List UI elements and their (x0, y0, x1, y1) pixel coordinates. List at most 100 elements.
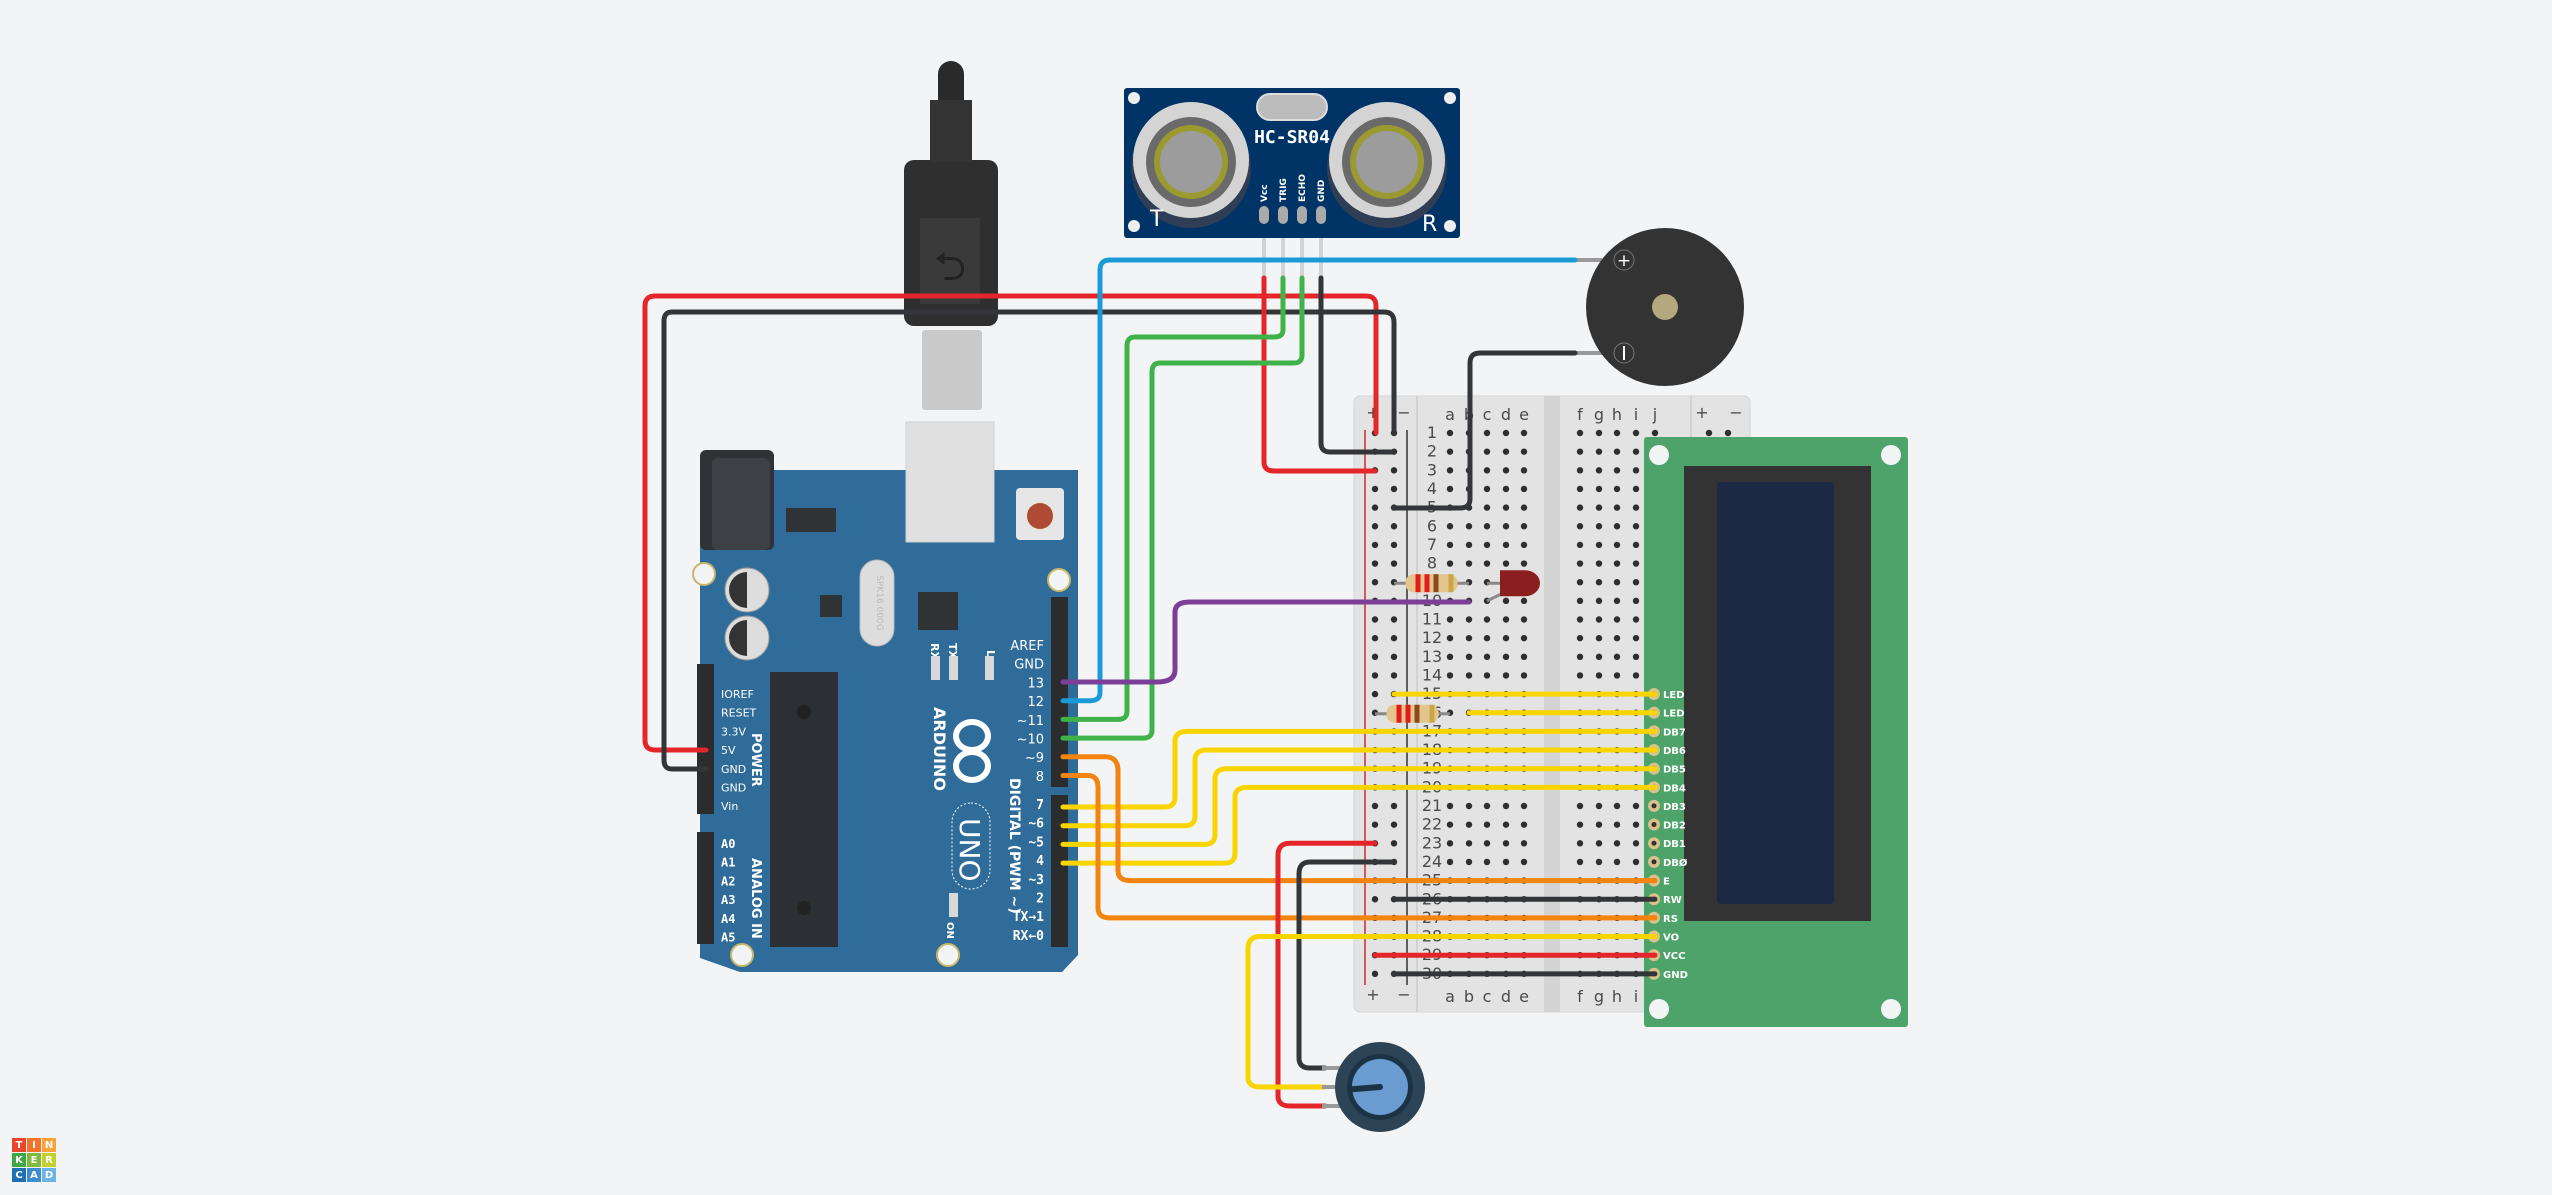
breadboard-hole[interactable] (1613, 858, 1621, 866)
breadboard-hole[interactable] (1390, 802, 1398, 810)
breadboard-hole[interactable] (1483, 858, 1491, 866)
breadboard-hole[interactable] (1520, 541, 1528, 549)
breadboard-hole[interactable] (1595, 467, 1603, 474)
breadboard-hole[interactable] (1371, 616, 1379, 623)
breadboard-hole[interactable] (1613, 616, 1621, 623)
breadboard-hole[interactable] (1465, 821, 1473, 828)
breadboard-hole[interactable] (1632, 616, 1640, 623)
breadboard-hole[interactable] (1502, 821, 1510, 828)
piezo-buzzer[interactable]: + (1575, 228, 1744, 386)
breadboard-hole[interactable] (1502, 485, 1510, 493)
breadboard-hole[interactable] (1446, 560, 1454, 567)
breadboard-hole[interactable] (1613, 579, 1621, 586)
breadboard-parts[interactable] (1375, 570, 1541, 723)
breadboard-hole[interactable] (1595, 429, 1603, 437)
arduino-uno[interactable]: SPK16.000GIOREFRESET3.3V5VGNDGNDVinA0A1A… (692, 421, 1078, 972)
breadboard-hole[interactable] (1576, 523, 1584, 530)
breadboard-hole[interactable] (1576, 448, 1584, 455)
breadboard-hole[interactable] (1576, 802, 1584, 810)
breadboard-hole[interactable] (1632, 429, 1640, 437)
wire-echo[interactable] (1060, 275, 1305, 741)
breadboard-hole[interactable] (1520, 597, 1528, 605)
breadboard-hole[interactable] (1520, 467, 1528, 474)
breadboard-hole[interactable] (1446, 467, 1454, 474)
breadboard-hole[interactable] (1595, 858, 1603, 866)
breadboard-hole[interactable] (1465, 560, 1473, 567)
breadboard-hole[interactable] (1520, 634, 1528, 642)
breadboard-hole[interactable] (1390, 634, 1398, 642)
wires[interactable] (642, 257, 1658, 1109)
breadboard-hole[interactable] (1483, 448, 1491, 455)
breadboard-hole[interactable] (1632, 634, 1640, 642)
breadboard-hole[interactable] (1446, 541, 1454, 549)
breadboard-hole[interactable] (1390, 485, 1398, 493)
breadboard-hole[interactable] (1576, 504, 1584, 511)
breadboard-hole[interactable] (1483, 653, 1491, 660)
wire-pot-wiper[interactable] (1245, 934, 1658, 1090)
breadboard-hole[interactable] (1371, 970, 1379, 978)
breadboard-hole[interactable] (1576, 858, 1584, 866)
breadboard-hole[interactable] (1576, 616, 1584, 623)
breadboard-hole[interactable] (1595, 840, 1603, 847)
breadboard-hole[interactable] (1371, 821, 1379, 828)
breadboard-hole[interactable] (1446, 634, 1454, 642)
breadboard-hole[interactable] (1390, 541, 1398, 549)
breadboard-hole[interactable] (1520, 560, 1528, 567)
wire-sensor-gnd[interactable] (1318, 275, 1397, 455)
breadboard-hole[interactable] (1632, 672, 1640, 679)
breadboard-hole[interactable] (1576, 821, 1584, 828)
breadboard-hole[interactable] (1613, 821, 1621, 828)
breadboard-hole[interactable] (1613, 541, 1621, 549)
breadboard-hole[interactable] (1483, 429, 1491, 437)
breadboard-hole[interactable] (1595, 523, 1603, 530)
breadboard-hole[interactable] (1520, 653, 1528, 660)
breadboard-hole[interactable] (1446, 448, 1454, 455)
breadboard-hole[interactable] (1371, 653, 1379, 660)
breadboard-hole[interactable] (1446, 653, 1454, 660)
breadboard-hole[interactable] (1465, 672, 1473, 679)
breadboard-hole[interactable] (1595, 579, 1603, 586)
breadboard-hole[interactable] (1576, 672, 1584, 679)
breadboard-hole[interactable] (1576, 467, 1584, 474)
breadboard-hole[interactable] (1632, 467, 1640, 474)
breadboard-hole[interactable] (1371, 579, 1379, 586)
breadboard-hole[interactable] (1502, 802, 1510, 810)
breadboard-hole[interactable] (1520, 429, 1528, 437)
breadboard-hole[interactable] (1595, 541, 1603, 549)
breadboard-hole[interactable] (1595, 653, 1603, 660)
breadboard-hole[interactable] (1632, 579, 1640, 586)
wire-buzzer-plus[interactable] (1060, 257, 1578, 704)
breadboard-hole[interactable] (1576, 840, 1584, 847)
wire-trig[interactable] (1060, 275, 1286, 722)
wire-lcd-e[interactable] (1060, 754, 1658, 884)
breadboard-hole[interactable] (1390, 467, 1398, 474)
sensor-pin[interactable] (1297, 206, 1307, 224)
breadboard-hole[interactable] (1632, 821, 1640, 828)
breadboard-hole[interactable] (1465, 858, 1473, 866)
breadboard-hole[interactable] (1576, 597, 1584, 605)
wire-sensor-vcc[interactable] (1261, 275, 1378, 474)
wire-gnd[interactable] (661, 309, 1397, 772)
breadboard-hole[interactable] (1632, 840, 1640, 847)
wire-buzzer-minus[interactable] (1391, 350, 1578, 511)
breadboard-hole[interactable] (1483, 504, 1491, 511)
breadboard-hole[interactable] (1390, 840, 1398, 847)
breadboard-hole[interactable] (1446, 485, 1454, 493)
breadboard-hole[interactable] (1520, 485, 1528, 493)
potentiometer[interactable] (1322, 1042, 1425, 1132)
sensor-pin[interactable] (1278, 206, 1288, 224)
breadboard-hole[interactable] (1613, 672, 1621, 679)
breadboard-hole[interactable] (1595, 616, 1603, 623)
breadboard-hole[interactable] (1576, 634, 1584, 642)
breadboard-hole[interactable] (1446, 523, 1454, 530)
usb-cable[interactable]: ⮌ (904, 61, 998, 410)
wire-5v[interactable] (642, 293, 1379, 753)
breadboard-hole[interactable] (1724, 429, 1732, 437)
breadboard-hole[interactable] (1632, 560, 1640, 567)
breadboard-hole[interactable] (1502, 541, 1510, 549)
breadboard-hole[interactable] (1632, 448, 1640, 455)
breadboard-hole[interactable] (1520, 840, 1528, 847)
breadboard-hole[interactable] (1595, 560, 1603, 567)
breadboard-hole[interactable] (1483, 821, 1491, 828)
